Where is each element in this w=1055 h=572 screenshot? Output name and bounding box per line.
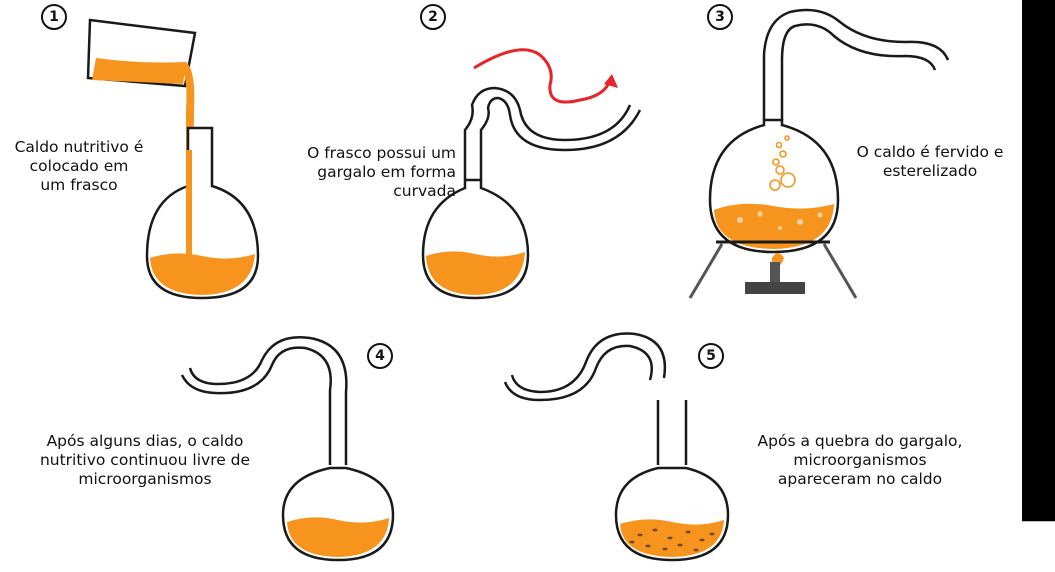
boiling-flask-icon xyxy=(708,8,950,254)
step-1-number: 1 xyxy=(41,4,67,30)
arrowhead-icon xyxy=(604,74,618,88)
airflow-arrow xyxy=(473,48,612,104)
right-edge-line xyxy=(1022,521,1055,522)
swan-neck-flask-icon xyxy=(180,336,395,562)
step-2-caption: O frasco possui um gargalo em forma curv… xyxy=(307,144,456,200)
step-4-caption: Após alguns dias, o caldo nutritivo cont… xyxy=(39,432,251,488)
step-1-caption: Caldo nutritivo é colocado em um frasco xyxy=(14,138,144,194)
step-5-caption: Após a quebra do gargalo, microorganismo… xyxy=(757,432,963,488)
step-5-number: 5 xyxy=(698,343,724,369)
step4-illustration xyxy=(180,336,395,562)
beaker-icon xyxy=(86,18,197,88)
flask-icon xyxy=(145,126,260,300)
broken-flask-icon xyxy=(503,332,730,562)
step2-illustration xyxy=(421,48,642,300)
step5-illustration xyxy=(503,332,730,562)
step-3-number: 3 xyxy=(707,4,733,30)
burner-stand-icon xyxy=(688,240,858,299)
step3-illustration xyxy=(688,8,950,299)
microorganism-dots xyxy=(629,528,715,552)
step1-illustration xyxy=(86,18,260,300)
right-edge-bar xyxy=(1022,0,1055,521)
step-3-caption: O caldo é fervido e esterelizado xyxy=(856,143,1004,180)
step-2-number: 2 xyxy=(420,4,446,30)
step-4-number: 4 xyxy=(367,343,393,369)
swan-neck-flask-icon xyxy=(421,86,642,300)
